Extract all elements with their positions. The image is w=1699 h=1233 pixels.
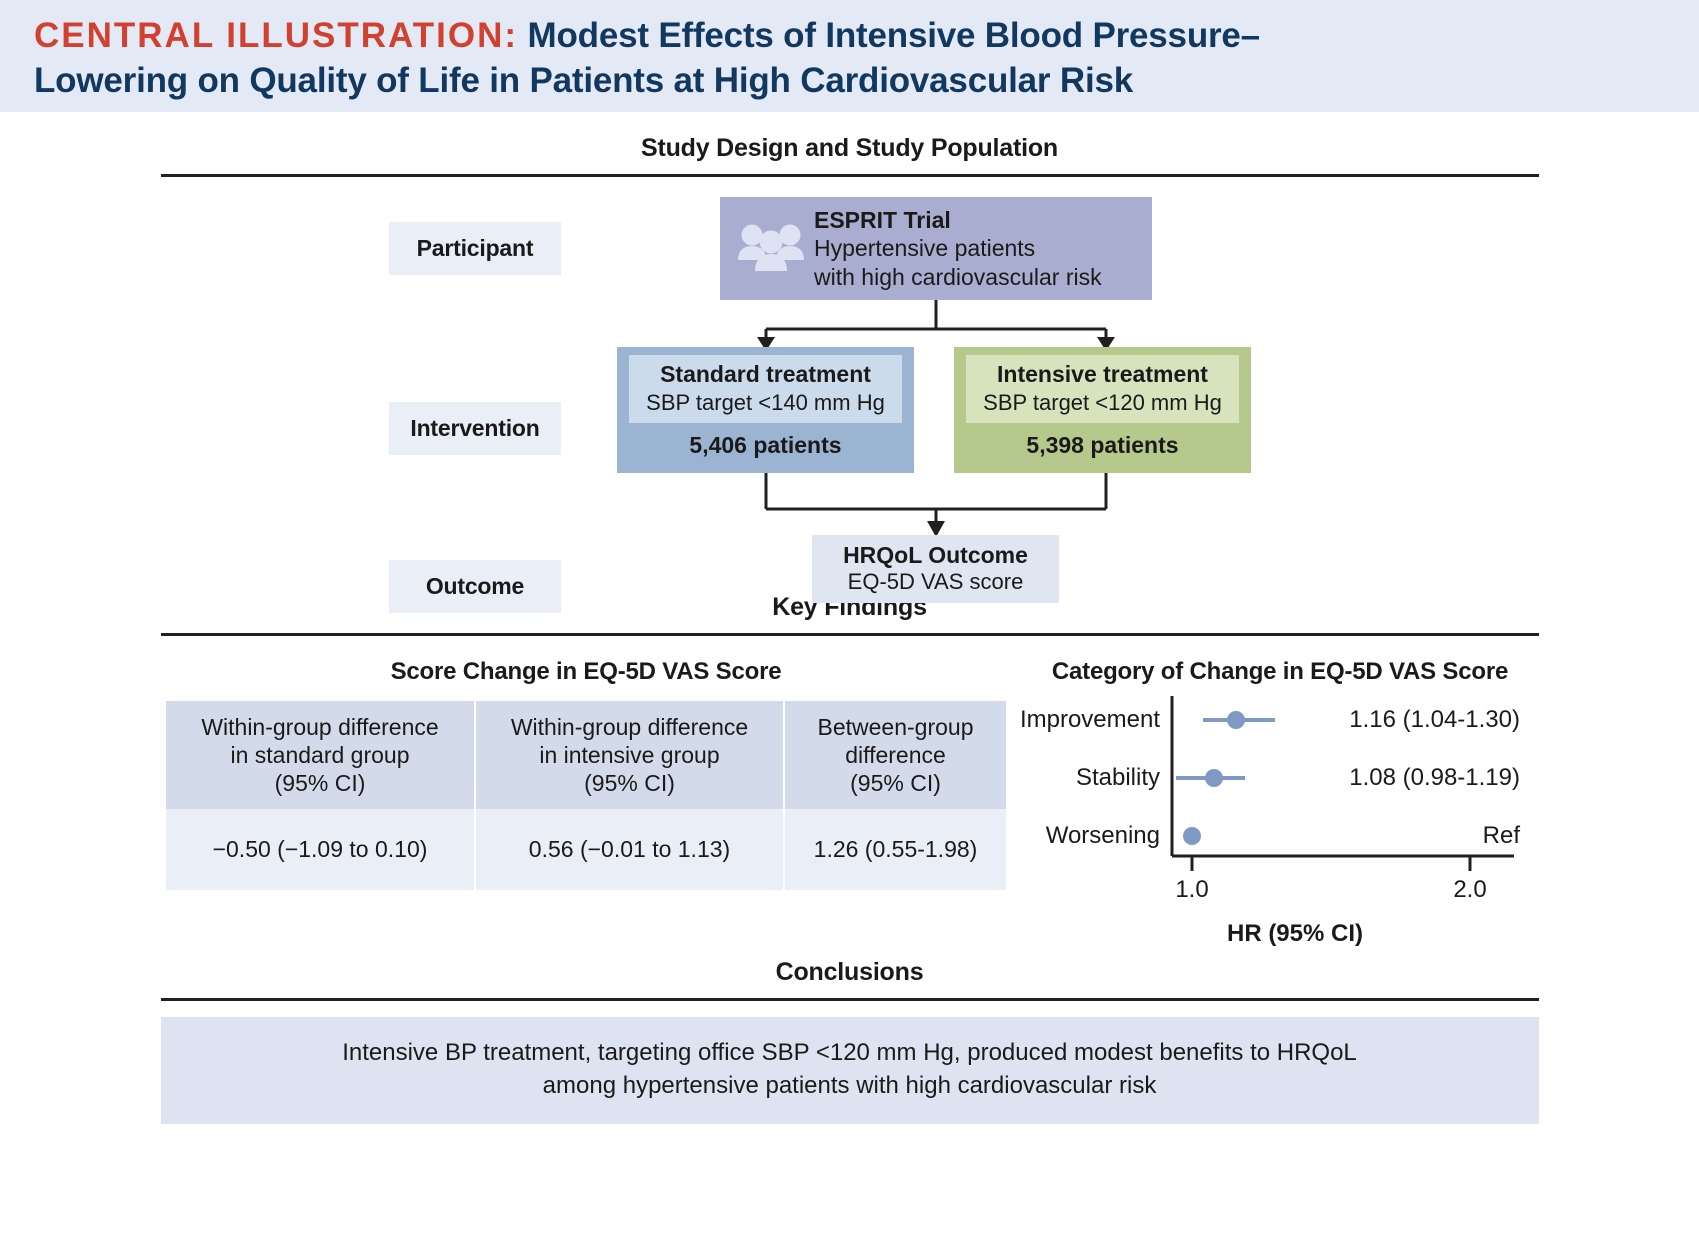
cell-intensive-value: 0.56 (−0.01 to 1.13) bbox=[475, 809, 785, 891]
x-tick-label-2: 2.0 bbox=[1453, 876, 1487, 903]
stage-label-intervention-text: Intervention bbox=[410, 415, 540, 441]
intensive-treatment-title: Intensive treatment bbox=[997, 361, 1208, 387]
conclusions-section: Conclusions Intensive BP treatment, targ… bbox=[0, 958, 1699, 1125]
conclusion-line1: Intensive BP treatment, targeting office… bbox=[342, 1039, 1357, 1066]
standard-treatment-inner: Standard treatment SBP target <140 mm Hg bbox=[629, 355, 902, 424]
central-illustration-label: CENTRAL ILLUSTRATION: bbox=[34, 16, 518, 55]
study-design-section: Study Design and Study Population bbox=[0, 112, 1699, 177]
section-title-study-design: Study Design and Study Population bbox=[640, 134, 1059, 162]
cell-between-value: 1.26 (0.55-1.98) bbox=[784, 809, 1006, 891]
stage-label-outcome-text: Outcome bbox=[425, 573, 525, 599]
participant-box: ESPRIT Trial Hypertensive patients with … bbox=[720, 197, 1152, 300]
forest-plot-canvas bbox=[1170, 696, 1514, 871]
score-change-title: Score Change in EQ-5D VAS Score bbox=[390, 658, 782, 685]
table-header-row: Within-group difference in standard grou… bbox=[166, 701, 1006, 810]
people-icon bbox=[734, 218, 808, 279]
table-header-between: Between-group difference (95% CI) bbox=[784, 701, 1006, 810]
conclusion-box: Intensive BP treatment, targeting office… bbox=[160, 1017, 1539, 1125]
table-header-standard: Within-group difference in standard grou… bbox=[166, 701, 476, 810]
header-between-l1: Between-group bbox=[817, 714, 974, 740]
divider-study-design bbox=[160, 174, 1539, 177]
participant-text: ESPRIT Trial Hypertensive patients with … bbox=[808, 206, 1102, 292]
outcome-box: HRQoL Outcome EQ-5D VAS score bbox=[812, 535, 1059, 603]
key-findings-body: Score Change in EQ-5D VAS Score Within-g… bbox=[0, 636, 1699, 956]
participant-title: ESPRIT Trial bbox=[814, 206, 951, 233]
section-title-conclusions: Conclusions bbox=[775, 958, 924, 986]
forest-value-improvement: 1.16 (1.04-1.30) bbox=[1349, 706, 1520, 733]
x-tick-label-1: 1.0 bbox=[1175, 876, 1209, 903]
intensive-treatment-target: SBP target <120 mm Hg bbox=[983, 389, 1222, 415]
stage-label-intervention: Intervention bbox=[389, 402, 561, 455]
header-intensive-l3: (95% CI) bbox=[584, 770, 675, 797]
page-title-line1: Modest Effects of Intensive Blood Pressu… bbox=[527, 16, 1261, 55]
forest-plot-title: Category of Change in EQ-5D VAS Score bbox=[1051, 658, 1509, 685]
forest-value-stability: 1.08 (0.98-1.19) bbox=[1349, 764, 1520, 791]
forest-row-label-improvement: Improvement bbox=[1019, 706, 1160, 733]
header-between-l2: difference bbox=[845, 742, 946, 769]
header-standard-l3: (95% CI) bbox=[274, 770, 366, 797]
forest-row-label-worsening: Worsening bbox=[1045, 822, 1160, 849]
header-intensive-l1: Within-group difference bbox=[510, 714, 749, 740]
intensive-treatment-count: 5,398 patients bbox=[1026, 432, 1179, 459]
standard-treatment-box: Standard treatment SBP target <140 mm Hg… bbox=[617, 347, 914, 473]
forest-row-label-stability: Stability bbox=[1075, 764, 1160, 791]
intensive-treatment-inner: Intensive treatment SBP target <120 mm H… bbox=[966, 355, 1239, 424]
cell-standard-value: −0.50 (−1.09 to 0.10) bbox=[166, 809, 476, 891]
header-intensive-l2: in intensive group bbox=[539, 742, 720, 769]
header-banner: CENTRAL ILLUSTRATION: Modest Effects of … bbox=[0, 0, 1699, 112]
standard-treatment-count: 5,406 patients bbox=[689, 432, 842, 459]
study-flow-diagram: Participant Intervention Outcome ESPRIT … bbox=[0, 177, 1699, 613]
table-header-intensive: Within-group difference in intensive gro… bbox=[475, 701, 785, 810]
forest-value-worsening: Ref bbox=[1482, 822, 1520, 849]
header-standard-l1: Within-group difference bbox=[201, 714, 439, 740]
conclusion-line2: among hypertensive patients with high ca… bbox=[542, 1072, 1157, 1100]
standard-treatment-title: Standard treatment bbox=[660, 361, 871, 387]
divider-conclusions bbox=[160, 998, 1539, 1001]
table-row: −0.50 (−1.09 to 0.10) 0.56 (−0.01 to 1.1… bbox=[166, 809, 1006, 891]
divider-key-findings bbox=[160, 633, 1539, 636]
header-standard-l2: in standard group bbox=[230, 742, 410, 769]
header-between-l3: (95% CI) bbox=[850, 770, 941, 797]
participant-line2: with high cardiovascular risk bbox=[814, 263, 1102, 290]
forest-plot-panel: Category of Change in EQ-5D VAS Score Im… bbox=[1010, 658, 1550, 948]
stage-label-outcome: Outcome bbox=[389, 560, 561, 613]
stage-label-participant-text: Participant bbox=[416, 235, 534, 261]
page-title: CENTRAL ILLUSTRATION: Modest Effects of … bbox=[34, 14, 1665, 59]
x-axis-title: HR (95% CI) bbox=[1226, 920, 1364, 947]
participant-line1: Hypertensive patients bbox=[814, 235, 1036, 262]
outcome-title: HRQoL Outcome bbox=[843, 542, 1028, 568]
score-change-panel: Score Change in EQ-5D VAS Score Within-g… bbox=[166, 658, 1006, 891]
outcome-subtitle: EQ-5D VAS score bbox=[847, 569, 1024, 594]
stage-label-participant: Participant bbox=[389, 222, 561, 275]
score-change-table: Within-group difference in standard grou… bbox=[166, 701, 1006, 891]
intensive-treatment-box: Intensive treatment SBP target <120 mm H… bbox=[954, 347, 1251, 473]
page-title-line2: Lowering on Quality of Life in Patients … bbox=[34, 60, 1134, 100]
standard-treatment-target: SBP target <140 mm Hg bbox=[646, 389, 885, 415]
